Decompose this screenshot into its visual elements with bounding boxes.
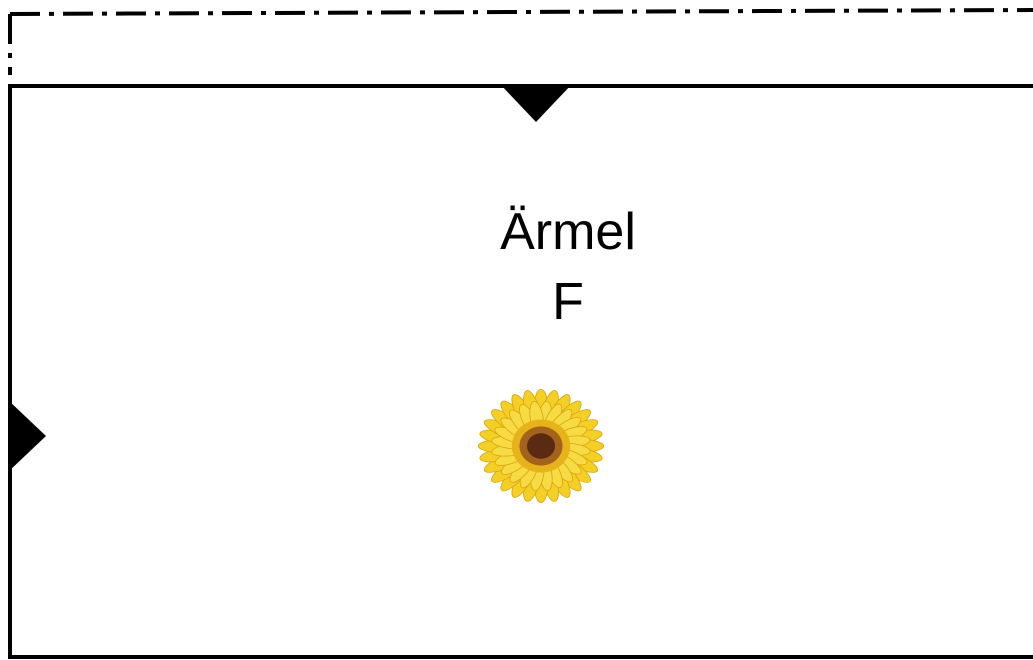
left-notch-marker [8, 400, 46, 472]
seam-allowance-line [8, 8, 1033, 75]
pattern-piece-name: Ärmel [500, 203, 636, 261]
pattern-piece-code: F [552, 273, 584, 331]
sunflower-icon [477, 388, 605, 504]
cut-line-outline [8, 84, 1033, 659]
top-notch-marker [500, 84, 572, 122]
